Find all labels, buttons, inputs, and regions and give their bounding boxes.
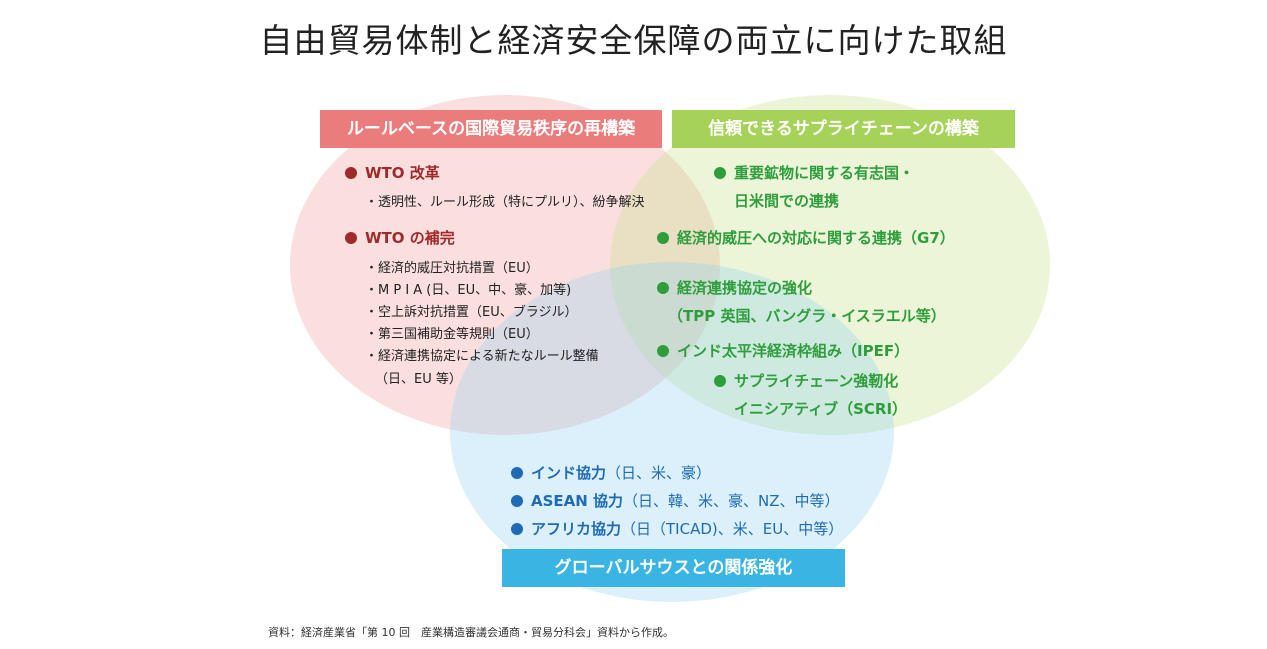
item-label: ASEAN 協力 <box>531 492 624 510</box>
bullet-icon <box>657 282 669 294</box>
item-label: サプライチェーン強靭化 <box>734 372 899 390</box>
banner-global-south: グローバルサウスとの関係強化 <box>502 549 845 587</box>
item-ipef: インド太平洋経済枠組み（IPEF） <box>657 340 909 361</box>
sub-item: ・経済的威圧対抗措置（EU） <box>365 261 539 276</box>
item-epa-strengthening: 経済連携協定の強化 <box>657 277 812 298</box>
sub-item: ・透明性、ルール形成（特にプルリ）、紛争解決 <box>365 195 645 210</box>
item-label: インド太平洋経済枠組み（IPEF） <box>677 342 910 360</box>
item-critical-minerals-cont: 日米間での連携 <box>734 192 840 210</box>
bullet-icon <box>511 523 523 535</box>
item-detail: （日、米、豪） <box>606 464 712 482</box>
item-label: 経済的威圧への対応に関する連携（G7） <box>677 229 955 247</box>
bullet-icon <box>657 345 669 357</box>
item-label: インド協力 <box>531 464 607 482</box>
item-detail: （日（TICAD)、米、EU、中等） <box>621 520 844 538</box>
item-label: WTO 改革 <box>365 164 440 182</box>
item-epa-strengthening-cont: （TPP 英国、バングラ・イスラエル等） <box>668 307 946 325</box>
source-note: 資料：経済産業省「第 10 回 産業構造審議会通商・貿易分科会」資料から作成。 <box>268 626 674 639</box>
circle-rules <box>290 95 720 435</box>
bullet-icon <box>714 167 726 179</box>
sub-item: ・第三国補助金等規則（EU） <box>365 327 539 342</box>
item-label: アフリカ協力 <box>531 520 622 538</box>
item-scri-cont: イニシアティブ（SCRI） <box>734 400 908 418</box>
item-label: 重要鉱物に関する有志国・ <box>734 164 915 182</box>
item-india-cooperation: インド協力（日、米、豪） <box>511 462 711 483</box>
banner-supply-chain: 信頼できるサプライチェーンの構築 <box>672 110 1015 148</box>
sub-item: ・M P I A (日、EU、中、豪、加等) <box>365 283 572 298</box>
banner-rules: ルールベースの国際貿易秩序の再構築 <box>320 110 662 148</box>
item-wto-reform: WTO 改革 <box>345 162 440 183</box>
item-wto-complement: WTO の補完 <box>345 227 455 248</box>
bullet-icon <box>657 232 669 244</box>
circle-supply <box>610 95 1050 435</box>
item-critical-minerals: 重要鉱物に関する有志国・ <box>714 162 914 183</box>
sub-item: ・空上訴対抗措置（EU、ブラジル） <box>365 305 578 320</box>
bullet-icon <box>511 467 523 479</box>
bullet-icon <box>511 495 523 507</box>
bullet-icon <box>345 167 357 179</box>
sub-item: ・経済連携協定による新たなルール整備 <box>365 349 599 364</box>
circle-south <box>450 262 894 602</box>
item-label: 経済連携協定の強化 <box>677 279 813 297</box>
bullet-icon <box>714 375 726 387</box>
item-economic-coercion: 経済的威圧への対応に関する連携（G7） <box>657 227 955 248</box>
item-label: WTO の補完 <box>365 229 455 247</box>
sub-item: （日、EU 等） <box>375 372 462 387</box>
item-africa-cooperation: アフリカ協力（日（TICAD)、米、EU、中等） <box>511 518 843 539</box>
item-scri: サプライチェーン強靭化 <box>714 370 898 391</box>
item-asean-cooperation: ASEAN 協力（日、韓、米、豪、NZ、中等） <box>511 490 840 511</box>
item-detail: （日、韓、米、豪、NZ、中等） <box>623 492 840 510</box>
page-title: 自由貿易体制と経済安全保障の両立に向けた取組 <box>259 21 1008 60</box>
bullet-icon <box>345 232 357 244</box>
